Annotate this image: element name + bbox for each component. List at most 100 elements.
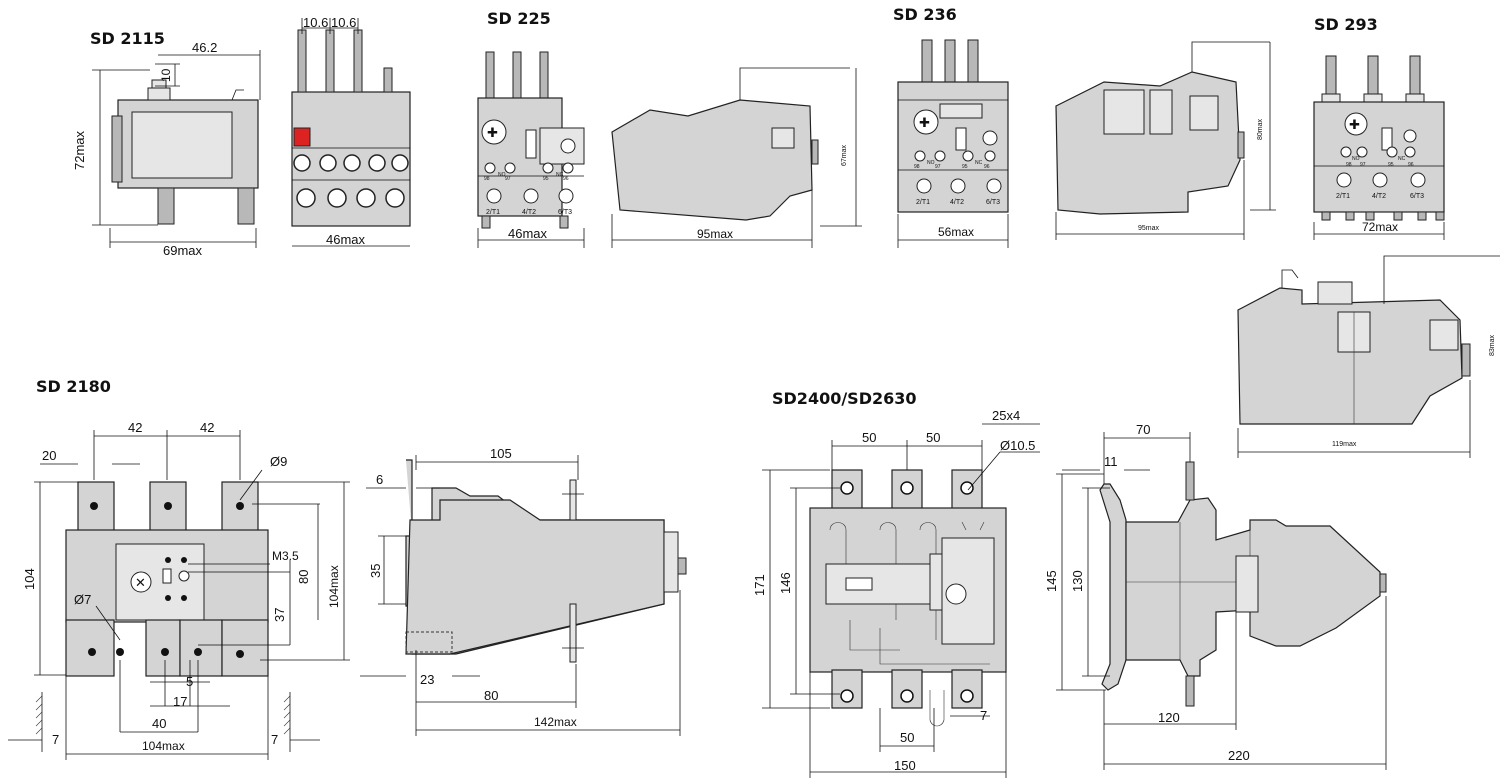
sd2180-dim-17: 17 [173, 694, 187, 709]
sd236-group: SD 236 ✚ 98 NO 97 95 NC 96 2/T1 4/T2 [893, 5, 1276, 248]
sd2400-side-dim-130: 130 [1070, 570, 1085, 592]
sd2400-front-view: 25x4 50 50 Ø10.5 171 146 7 50 150 [752, 408, 1040, 778]
sd2400-dim-25x4: 25x4 [992, 408, 1020, 423]
svg-text:✕: ✕ [135, 575, 146, 590]
sd2180-dim-80: 80 [296, 570, 311, 584]
sd2400-dim-50-bottom: 50 [900, 730, 914, 745]
sd2115-title: SD 2115 [90, 29, 165, 48]
sd293-term-96: 96 [1408, 162, 1414, 168]
sd225-side-view: 95max 67max [611, 67, 862, 248]
sd225-term-no: NO [498, 172, 506, 178]
sd236-term-no: NO [927, 160, 935, 166]
sd236-term-4t2: 4/T2 [950, 199, 964, 206]
sd2400-side-dim-220: 220 [1228, 748, 1250, 763]
sd225-group: SD 225 ✚ 98 NO 97 95 NC 96 2/T1 4/T2 6/T [477, 9, 862, 248]
sd236-term-6t3: 6/T3 [986, 199, 1000, 206]
sd2115-dim-pitch-2: 10.6 [331, 15, 356, 30]
sd2180-side-view: 105 6 35 23 80 142max [360, 446, 687, 736]
sd2180-dim-5: 5 [186, 674, 193, 689]
sd2180-dim-pitch-1: 42 [128, 420, 142, 435]
sd2400-dim-pitch-2: 50 [926, 430, 940, 445]
sd2115-dim-height: 72max [72, 130, 87, 170]
sd236-term-97: 97 [935, 164, 941, 170]
sd2180-side-dim-80: 80 [484, 688, 498, 703]
sd293-term-4t2: 4/T2 [1372, 193, 1386, 200]
sd236-dim-depth: 95max [1138, 225, 1160, 232]
sd293-side-view: 119max 83max [1237, 255, 1500, 458]
sd2180-front-view: ✕ [8, 420, 350, 760]
sd2180-dim-104: 104 [22, 568, 37, 590]
svg-text:✚: ✚ [919, 115, 930, 130]
sd2180-dim-7-left: 7 [52, 732, 59, 747]
sd293-term-6t3: 6/T3 [1410, 193, 1424, 200]
sd225-term-6t3: 6/T3 [558, 209, 572, 216]
sd2400-side-dim-11: 11 [1104, 454, 1118, 469]
sd2180-title: SD 2180 [36, 377, 111, 396]
sd2400-group: SD2400/SD2630 [752, 389, 1387, 778]
sd2180-side-dim-142max: 142max [534, 715, 577, 729]
sd2400-dim-150: 150 [894, 758, 916, 773]
sd236-front-view: ✚ 98 NO 97 95 NC 96 2/T1 4/T2 6/T3 56max [897, 39, 1009, 248]
sd293-term-97: 97 [1360, 162, 1366, 168]
sd2180-dim-37: 37 [272, 608, 287, 622]
sd236-term-98: 98 [914, 164, 920, 170]
sd293-front-view: ✚ 98 NO 97 95 NC 96 2/T1 4/T2 6/T3 [1313, 55, 1445, 240]
sd225-term-4t2: 4/T2 [522, 209, 536, 216]
sd236-term-95: 95 [962, 164, 968, 170]
sd236-term-nc: NC [975, 160, 983, 166]
sd293-dim-width: 72max [1362, 220, 1398, 234]
sd2115-front-view: 10.6 10.6 46max [291, 15, 411, 247]
sd2115-group: SD 2115 46.2 10 72max 69max [72, 15, 411, 258]
sd225-term-96: 96 [563, 176, 569, 182]
sd225-title: SD 225 [487, 9, 551, 28]
sd2180-dim-104max-width: 104max [142, 739, 185, 753]
sd236-term-2t1: 2/T1 [916, 199, 930, 206]
sd2180-side-dim-23: 23 [420, 672, 434, 687]
sd225-front-view: ✚ 98 NO 97 95 NC 96 2/T1 4/T2 6/T3 46max [477, 51, 585, 248]
sd2180-dim-d7: Ø7 [74, 592, 91, 607]
sd225-term-2t1: 2/T1 [486, 209, 500, 216]
sd2400-dim-146: 146 [778, 572, 793, 594]
sd2400-side-view: 70 11 145 130 120 220 [1044, 422, 1387, 770]
sd293-dim-height: 83max [1489, 334, 1496, 356]
sd2180-side-dim-6: 6 [376, 472, 383, 487]
sd225-term-95: 95 [543, 176, 549, 182]
sd293-term-98: 98 [1346, 162, 1352, 168]
sd293-term-no: NO [1352, 156, 1360, 162]
sd2400-side-dim-145: 145 [1044, 570, 1059, 592]
sd2180-dim-7-right: 7 [271, 732, 278, 747]
sd2180-dim-pitch-2: 42 [200, 420, 214, 435]
sd2400-dim-171: 171 [752, 574, 767, 596]
sd236-side-view: 95max 80max [1055, 41, 1276, 240]
sd2180-side-dim-105: 105 [490, 446, 512, 461]
sd2180-side-dim-35: 35 [368, 564, 383, 578]
sd2115-side-view: 46.2 10 72max 69max [72, 40, 261, 258]
sd225-term-97: 97 [505, 176, 511, 182]
sd236-term-96: 96 [984, 164, 990, 170]
sd2115-dim-depth-top: 46.2 [192, 40, 217, 55]
sd2400-side-dim-120: 120 [1158, 710, 1180, 725]
sd2180-dim-20: 20 [42, 448, 56, 463]
sd2400-title: SD2400/SD2630 [772, 389, 917, 408]
sd293-group: SD 293 ✚ 98 NO 97 95 NC 96 2/T1 [1237, 15, 1500, 458]
sd2180-dim-40: 40 [152, 716, 166, 731]
sd2400-dim-d105: Ø10.5 [1000, 438, 1035, 453]
sd293-term-95: 95 [1388, 162, 1394, 168]
sd225-dim-depth: 95max [697, 227, 733, 241]
sd236-dim-width: 56max [938, 225, 974, 239]
sd225-term-98: 98 [484, 176, 490, 182]
sd2115-dim-10: 10 [159, 68, 173, 82]
sd225-term-nc: NC [556, 172, 564, 178]
sd2400-dim-7: 7 [980, 708, 987, 723]
sd236-dim-height: 80max [1257, 118, 1264, 140]
sd236-title: SD 236 [893, 5, 957, 24]
sd2180-dim-m35: M3.5 [272, 549, 299, 563]
sd2180-dim-d9: Ø9 [270, 454, 287, 469]
sd225-dim-width: 46max [508, 226, 548, 241]
sd2400-dim-pitch-1: 50 [862, 430, 876, 445]
sd293-term-nc: NC [1398, 156, 1406, 162]
sd2180-group: SD 2180 ✕ [8, 377, 687, 760]
sd2115-dim-width: 46max [326, 232, 366, 247]
sd293-dim-depth: 119max [1332, 441, 1357, 448]
svg-text:✚: ✚ [1349, 117, 1360, 132]
